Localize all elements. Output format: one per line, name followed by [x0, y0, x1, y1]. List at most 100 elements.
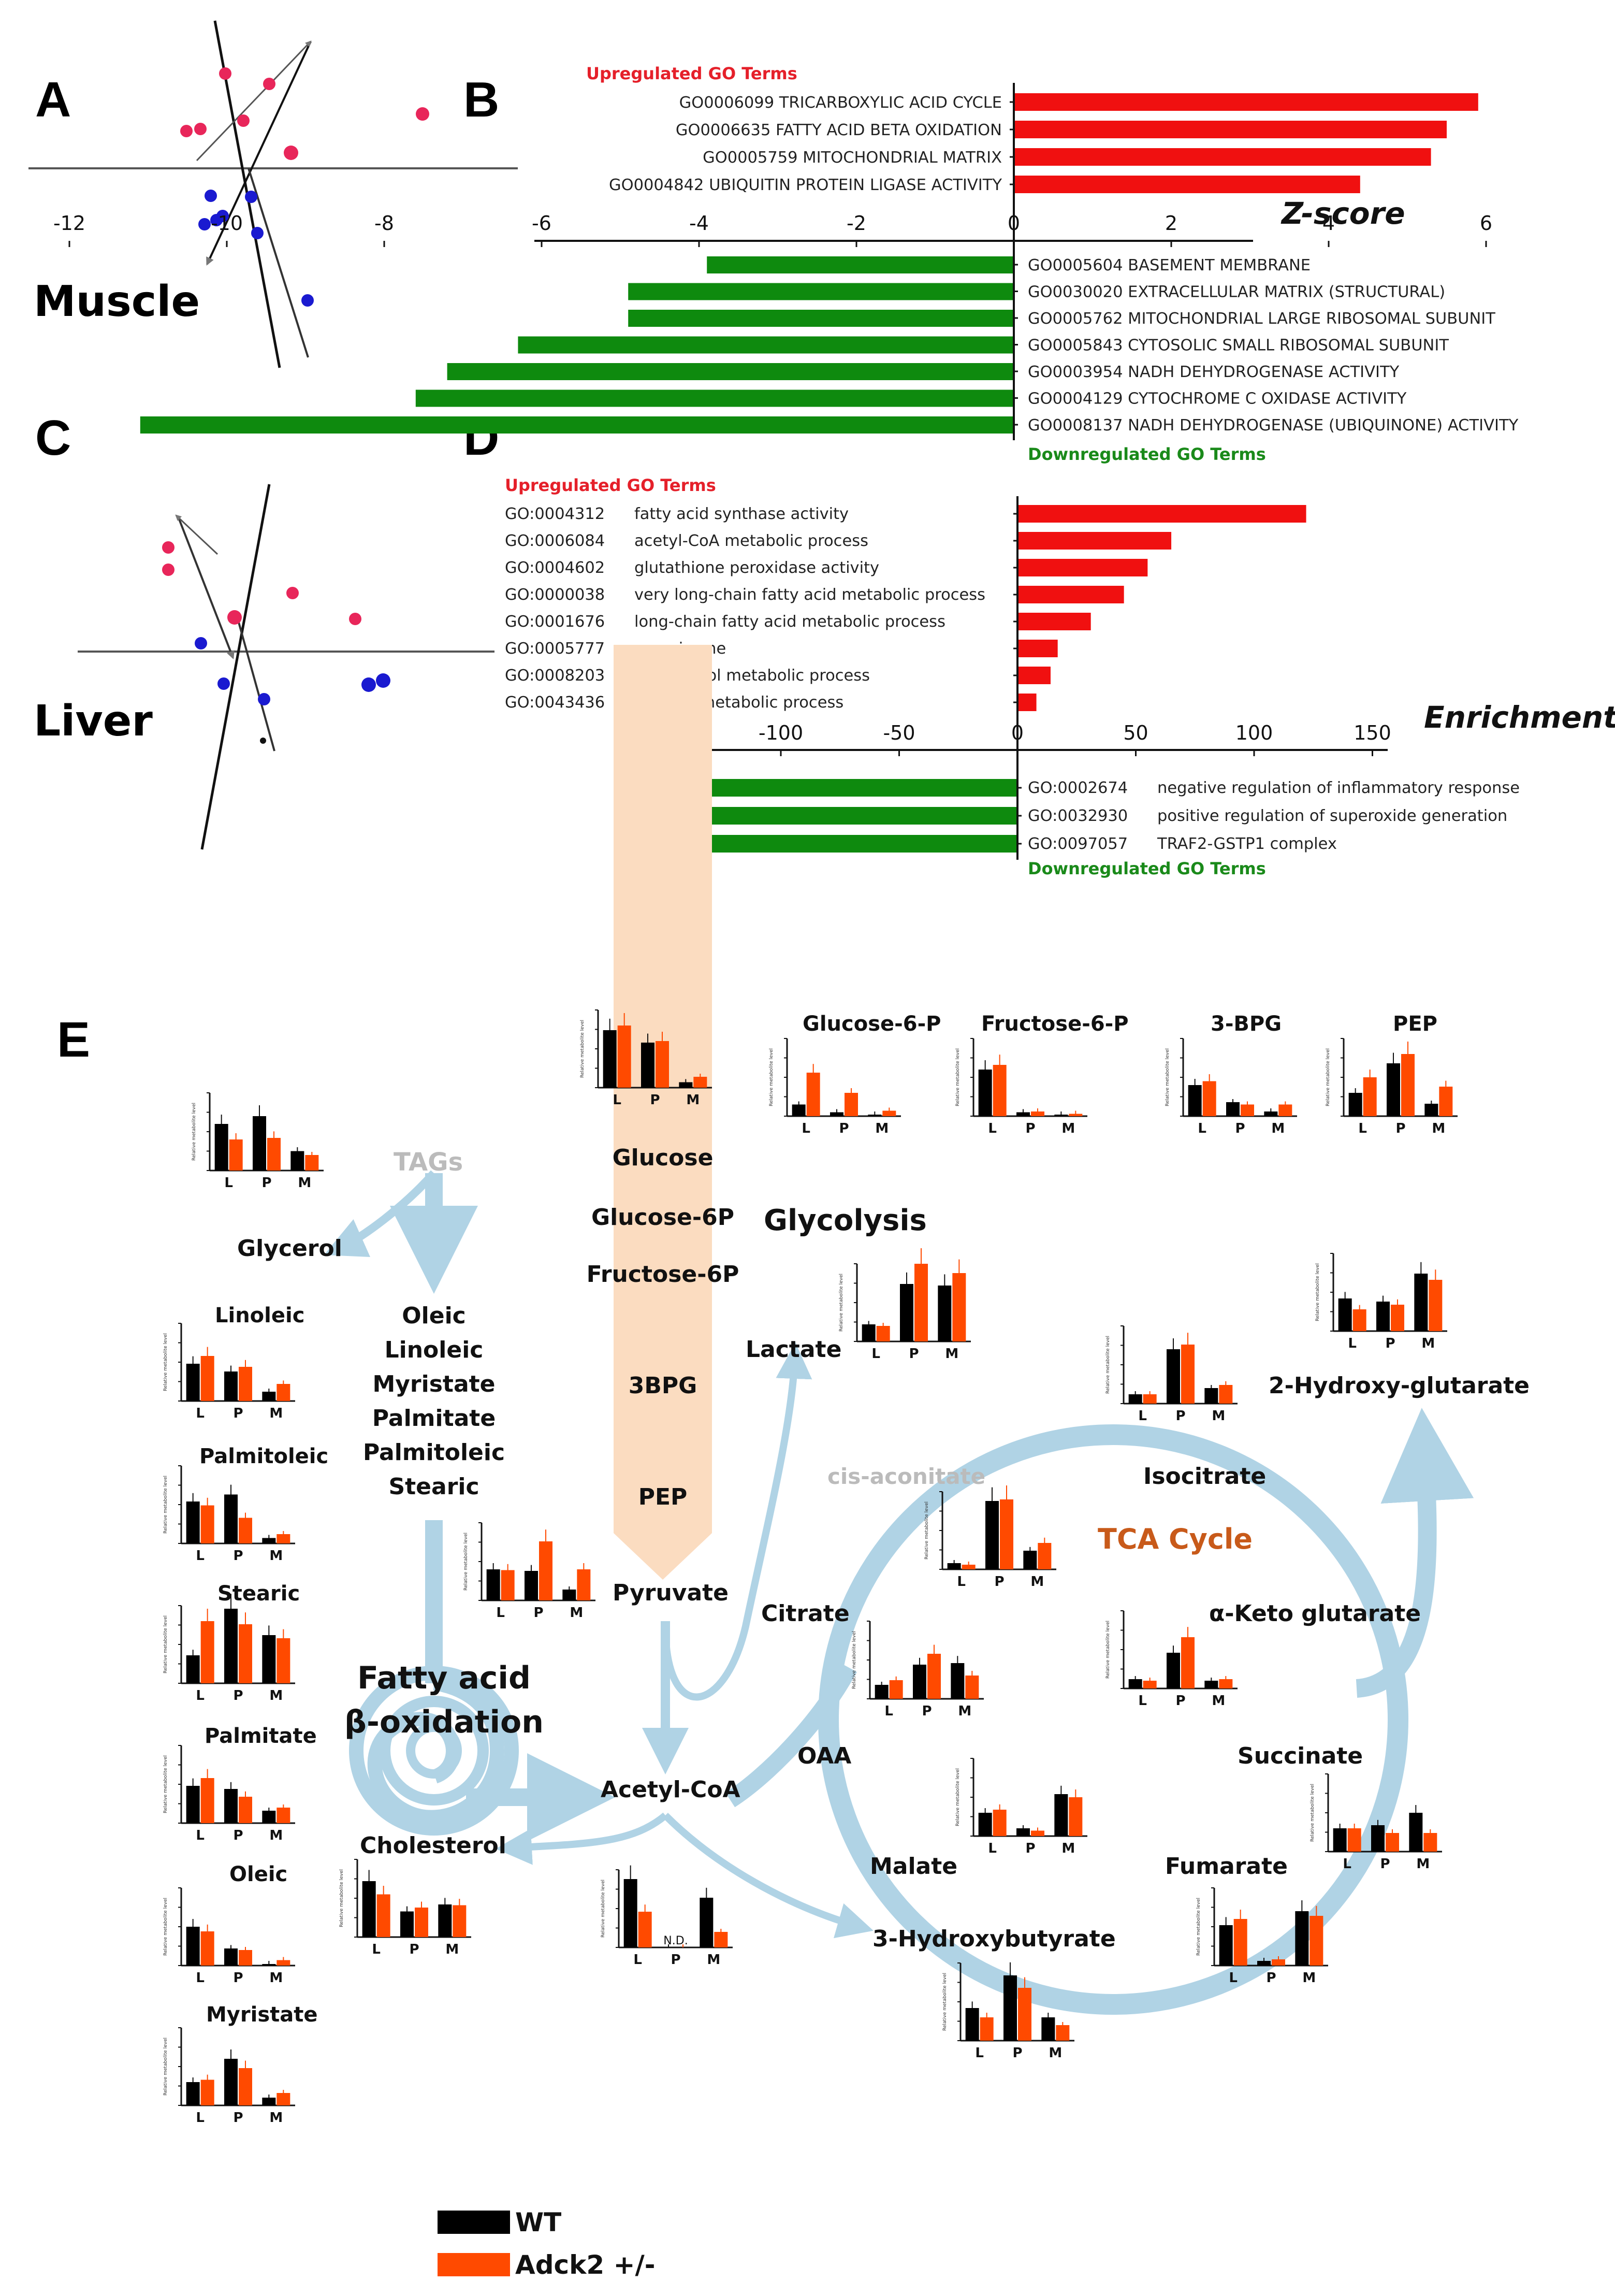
bar-upregulated — [1014, 93, 1478, 111]
category-label: L — [196, 1828, 205, 1843]
tissue-label-muscle: Muscle — [34, 277, 200, 326]
category-label: M — [269, 1828, 283, 1843]
tick-label: 100 — [1235, 721, 1273, 744]
node-fumarate: Fumarate — [1165, 1853, 1288, 1880]
bar-mut — [993, 1065, 1007, 1116]
bar-mut — [200, 1621, 214, 1683]
category-label: L — [1343, 1856, 1351, 1872]
node-oaa: OAA — [797, 1743, 851, 1769]
pca-point — [219, 67, 231, 80]
axis-title-enrichment: Enrichment — [1424, 700, 1615, 735]
pca-point — [205, 190, 217, 202]
pca-point — [349, 613, 361, 625]
y-axis-label: Relative metabolite level — [955, 1048, 961, 1106]
y-axis-label: Relative metabolite level — [339, 1869, 344, 1927]
category-label: M — [958, 1703, 971, 1719]
bar-mut — [501, 1570, 515, 1600]
bar-upregulated — [1014, 148, 1431, 166]
bar-wt — [862, 1324, 876, 1341]
bar-mut — [200, 1778, 214, 1823]
go-term-label: GO0006635 FATTY ACID BETA OXIDATION — [676, 121, 1002, 139]
bar-mut — [453, 1905, 467, 1937]
node-cholesterol: Cholesterol — [360, 1832, 506, 1859]
tick-label: -100 — [759, 721, 803, 744]
bar-wt — [262, 1392, 276, 1401]
category-label: L — [633, 1952, 642, 1968]
go-term-label: positive regulation of superoxide genera… — [1157, 807, 1507, 825]
go-term-label: glutathione peroxidase activity — [634, 559, 879, 577]
bar-mut — [267, 1138, 281, 1171]
bar-mut — [1241, 1104, 1254, 1116]
not-detected-label: N.D. — [663, 1934, 688, 1947]
y-axis-label: Relative metabolite level — [852, 1631, 857, 1689]
category-label: M — [875, 1121, 889, 1136]
bar-wt — [1264, 1111, 1278, 1116]
node-glycolysis-step: Glucose — [613, 1145, 714, 1171]
category-label: M — [269, 1548, 283, 1564]
bar-wt — [1376, 1302, 1390, 1331]
category-label: L — [196, 1970, 205, 1986]
go-term-label: GO0003954 NADH DEHYDROGENASE ACTIVITY — [1028, 363, 1400, 381]
go-term-id: GO:0004312 — [505, 505, 605, 523]
category-label: M — [1061, 1841, 1075, 1856]
category-label: L — [196, 2110, 205, 2126]
go-term-label: negative regulation of inflammatory resp… — [1157, 779, 1520, 797]
pca-point — [258, 693, 270, 705]
bar-upregulated — [1017, 586, 1124, 603]
category-label: M — [269, 1406, 283, 1421]
pca-point — [180, 125, 193, 137]
node-acetyl-coa: Acetyl-CoA — [601, 1777, 740, 1803]
y-axis-label: Relative metabolite level — [601, 1880, 606, 1938]
category-label: M — [1421, 1336, 1435, 1351]
node-glycerol: Glycerol — [237, 1235, 342, 1262]
category-label: L — [988, 1841, 997, 1856]
go-term-label: GO0008137 NADH DEHYDROGENASE (UBIQUINONE… — [1028, 416, 1519, 435]
go-term-id: GO:0001676 — [505, 613, 605, 631]
category-label: P — [1175, 1693, 1185, 1709]
category-label: L — [884, 1703, 893, 1719]
bar-mut — [876, 1326, 890, 1341]
category-label: P — [909, 1346, 919, 1362]
pca-point — [286, 587, 299, 599]
bar-downregulated — [518, 336, 1014, 354]
category-label: M — [945, 1346, 958, 1362]
bar-wt — [985, 1501, 999, 1569]
bar-wt — [1387, 1063, 1400, 1116]
bar-mut — [1347, 1828, 1361, 1852]
bar-mut — [1038, 1543, 1052, 1569]
pca-point — [245, 191, 257, 203]
bar-mut — [962, 1565, 976, 1569]
bar-mut — [1386, 1833, 1399, 1852]
bar-mut — [656, 1041, 669, 1088]
bar-upregulated — [1017, 694, 1037, 711]
bar-downregulated — [662, 835, 1017, 853]
bar-wt — [1023, 1551, 1037, 1569]
bar-mut — [1069, 1114, 1083, 1116]
bar-wt — [400, 1911, 414, 1937]
category-label: P — [261, 1175, 271, 1191]
category-label: P — [233, 1406, 243, 1421]
bar-mut — [1181, 1637, 1195, 1688]
bar-mut — [1219, 1385, 1233, 1404]
bar-mut — [1069, 1797, 1083, 1836]
downregulated-header: Downregulated GO Terms — [1028, 444, 1266, 464]
bar-downregulated — [707, 256, 1014, 273]
pca-plot-muscle: Muscle — [28, 20, 518, 368]
category-label: M — [445, 1942, 459, 1957]
legend-swatch-wt — [438, 2211, 510, 2234]
tick-label: -50 — [883, 721, 915, 744]
tick-label: -8 — [374, 212, 394, 235]
bar-wt — [978, 1813, 992, 1836]
category-label: P — [1012, 2045, 1022, 2061]
bar-mut — [1363, 1077, 1377, 1116]
bar-wt — [641, 1043, 654, 1088]
pca-point — [376, 673, 390, 688]
bar-mut — [1278, 1104, 1292, 1116]
bar-mut — [889, 1680, 903, 1699]
node-fatty-acid-stearic: Stearic — [388, 1474, 479, 1500]
